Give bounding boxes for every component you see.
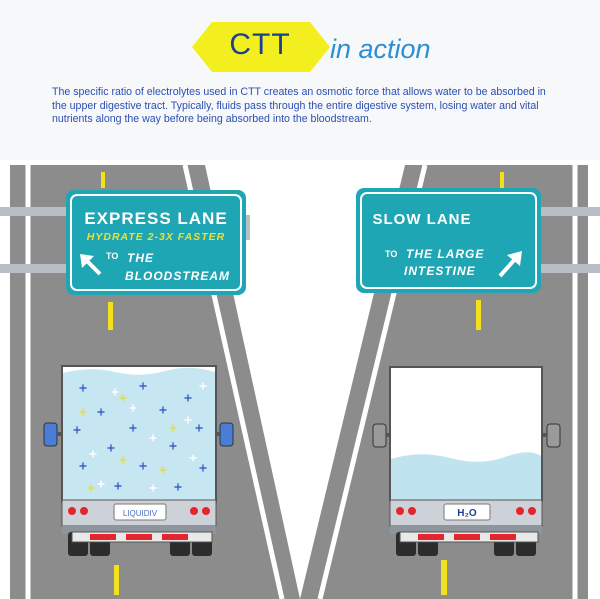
liquid-iv-truck: LIQUIDIV [43,365,234,556]
left-truck-plate: LIQUIDIV [123,509,158,518]
slow-lane-destination-2: INTESTINE [404,264,476,278]
right-truck-plate: H₂O [457,508,477,519]
express-lane-tagline: HYDRATE 2-3X FASTER [87,231,225,243]
slow-lane-sign: SLOW LANE TO THE LARGE INTESTINE [356,188,541,293]
slow-lane-destination-1: THE LARGE [406,247,484,261]
subtitle: in action [330,34,431,64]
express-lane-sign: EXPRESS LANE HYDRATE 2-3X FASTER TO THE … [66,190,246,295]
express-lane-to: TO [106,251,118,261]
badge-label: CTT [229,28,291,61]
h2o-truck: H₂O [372,366,561,556]
arrow-up-left-icon [80,254,102,276]
description: The specific ratio of electrolytes used … [52,86,546,125]
express-lane-destination-2: BLOODSTREAM [125,269,230,283]
arrow-up-right-icon [498,251,522,278]
ctt-badge [192,22,330,72]
road-scene: EXPRESS LANE HYDRATE 2-3X FASTER TO THE … [0,160,600,599]
right-lane-markings [441,172,504,595]
header: CTT in action The specific ratio of elec… [0,0,600,160]
express-lane-destination-1: THE [127,251,154,265]
express-lane-title: EXPRESS LANE [84,209,227,228]
slow-lane-title: SLOW LANE [373,211,472,228]
slow-lane-to: TO [385,249,397,259]
left-lane-markings [101,172,119,595]
